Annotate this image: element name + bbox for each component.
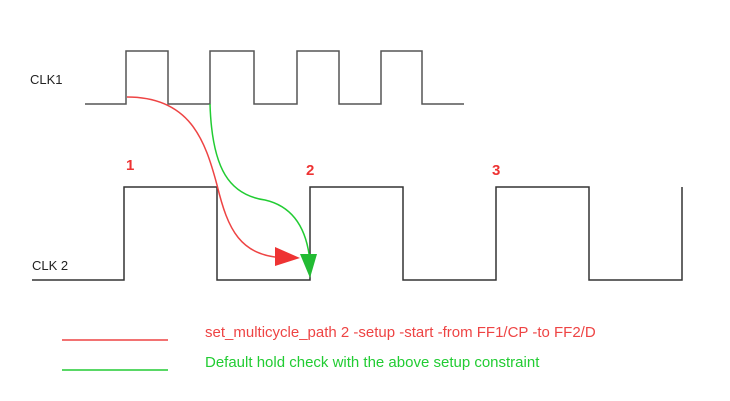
edge-label-2: 2 xyxy=(306,162,315,179)
hold-path-arrow xyxy=(209,103,311,263)
clk2-label: CLK 2 xyxy=(32,258,69,273)
clk1-waveform xyxy=(85,50,464,105)
clk1-label: CLK1 xyxy=(30,72,63,87)
edge-label-3: 3 xyxy=(492,162,501,179)
hold-arrowhead-icon xyxy=(300,254,317,278)
edge-label-1: 1 xyxy=(126,157,135,174)
setup-path-arrow xyxy=(126,96,286,259)
clk2-waveform xyxy=(32,186,683,281)
setup-arrowhead-icon xyxy=(275,247,300,266)
legend-setup-text: set_multicycle_path 2 -setup -start -fro… xyxy=(205,324,596,341)
legend-hold-text: Default hold check with the above setup … xyxy=(205,354,540,371)
